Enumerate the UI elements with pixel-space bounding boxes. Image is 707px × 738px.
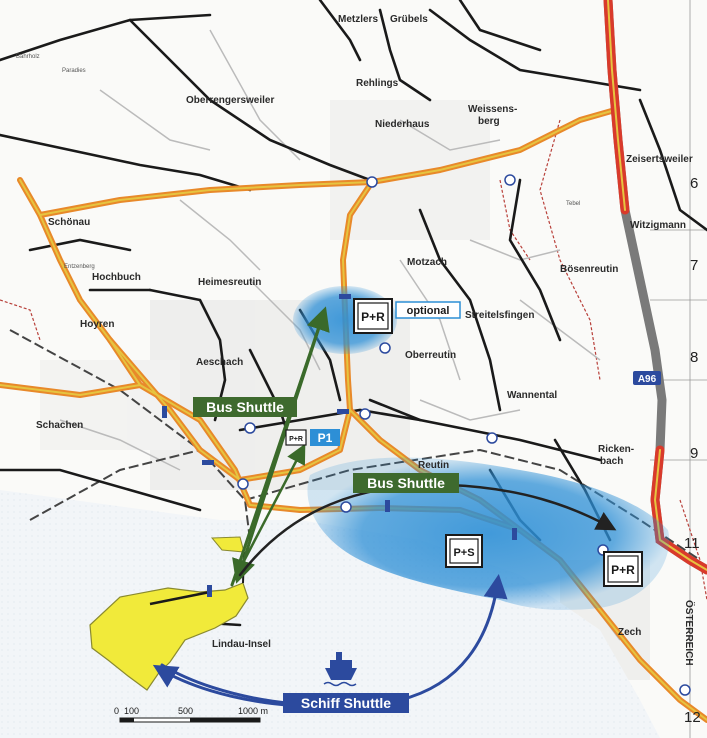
roundabout-icon [504, 174, 516, 186]
roundabout-icon [359, 408, 371, 420]
weissensberg-line-1: Weissens- [468, 104, 517, 115]
place-aeschach: Aeschach [196, 357, 243, 368]
sign-pr-motzach: P+R [353, 298, 393, 334]
ps-label: P+S [453, 547, 474, 559]
place-heimesreutin: Heimesreutin [198, 277, 261, 288]
p1-pr-label: P+R [289, 436, 303, 443]
optional-label: optional [407, 305, 450, 317]
pr-zech-label: P+R [611, 563, 635, 577]
place-motzach: Motzach [407, 257, 447, 268]
scale-tick-500: 500 [178, 706, 193, 716]
grid-number-8: 8 [690, 349, 698, 366]
place-wannental: Wannental [507, 390, 557, 401]
bus-arrow-to-p1 [231, 443, 306, 584]
schiff-shuttle-text: Schiff Shuttle [301, 695, 391, 711]
roundabout-icon [679, 684, 691, 696]
place-rehlings: Rehlings [356, 78, 399, 89]
grid-number-9: 9 [690, 445, 698, 462]
a96-shield: A96 [633, 371, 661, 385]
rickenbach-line-1: Ricken- [598, 444, 634, 455]
bus-shuttle-label-1: Bus Shuttle [193, 397, 297, 417]
place-hochbuch: Hochbuch [92, 272, 141, 283]
schiff-shuttle-label: Schiff Shuttle [283, 693, 409, 713]
p1-label: P1 [318, 431, 333, 445]
lindau-island [89, 582, 249, 691]
optional-label-box: optional [395, 301, 461, 319]
a96-label: A96 [638, 374, 657, 385]
place-zech: Zech [618, 627, 641, 638]
grid-number-7: 7 [690, 257, 698, 274]
sign-ps: P+S [445, 534, 483, 568]
place-witzigmann: Witzigmann [630, 220, 686, 231]
place-osterreich: ÖSTERREICH [683, 600, 696, 666]
roundabouts [237, 174, 691, 696]
scale-tick-1000: 1000 m [238, 706, 268, 716]
bus-shuttle-2-text: Bus Shuttle [367, 475, 445, 491]
island-bridge [149, 590, 211, 606]
place-reutin: Reutin [418, 460, 449, 471]
scale-bar: 0 100 500 1000 m [114, 706, 268, 723]
roundabout-icon [244, 422, 256, 434]
place-oberreutin: Oberreutin [405, 350, 456, 361]
place-metzlers: Metzlers [338, 14, 378, 25]
place-bosenreutin: Bösenreutin [560, 264, 618, 275]
area-reutin-highlight [307, 457, 670, 610]
place-names: Metzlers Grübels Rehlings Oberrengerswei… [16, 14, 696, 666]
scale-tick-0: 0 [114, 706, 119, 716]
roundabout-icon [237, 478, 249, 490]
place-hoyren: Hoyren [80, 319, 114, 330]
grid-numbers: 6 7 8 9 11 12 [684, 175, 701, 726]
sign-pr-zech: P+R [603, 551, 643, 587]
road-markers [162, 294, 517, 597]
grid-number-6: 6 [690, 175, 698, 192]
place-schachen: Schachen [36, 420, 83, 431]
place-oberrengersweiler: Oberrengersweiler [186, 95, 274, 106]
place-entzenberg: Entzenberg [64, 264, 95, 270]
bus-shuttle-label-2: Bus Shuttle [353, 473, 459, 493]
roundabout-icon [379, 342, 391, 354]
place-grubels: Grübels [390, 14, 428, 25]
bus-shuttle-1-text: Bus Shuttle [206, 399, 284, 415]
grid-number-12: 12 [684, 709, 701, 726]
rickenbach-line-2: bach [600, 456, 623, 467]
place-schonau: Schönau [48, 217, 90, 228]
ship-icon [323, 652, 357, 687]
roundabout-icon [340, 501, 352, 513]
roundabout-icon [366, 176, 378, 188]
place-rickenbach: Ricken-bach [598, 444, 634, 467]
bus-arrow-to-island [232, 310, 326, 584]
place-streitelsfingen: Streitelsfingen [465, 310, 534, 321]
roundabout-icon [486, 432, 498, 444]
place-tebel: Tebel [566, 201, 580, 207]
place-bahrholz: Bahrholz [16, 54, 40, 60]
place-weissensberg: Weissens-berg [468, 104, 517, 127]
pr-motzach-label: P+R [361, 310, 385, 324]
place-niederhaus: Niederhaus [375, 119, 430, 130]
scale-tick-100: 100 [124, 706, 139, 716]
place-zeisertsweiler: Zeisertsweiler [626, 154, 693, 165]
weissensberg-line-2: berg [478, 116, 500, 127]
place-lindau-insel: Lindau-Insel [212, 639, 271, 650]
district-borders [0, 119, 707, 601]
place-paradies: Paradies [62, 68, 86, 74]
grid-number-11: 11 [684, 535, 700, 552]
sign-p1: P+R P1 [285, 429, 340, 446]
